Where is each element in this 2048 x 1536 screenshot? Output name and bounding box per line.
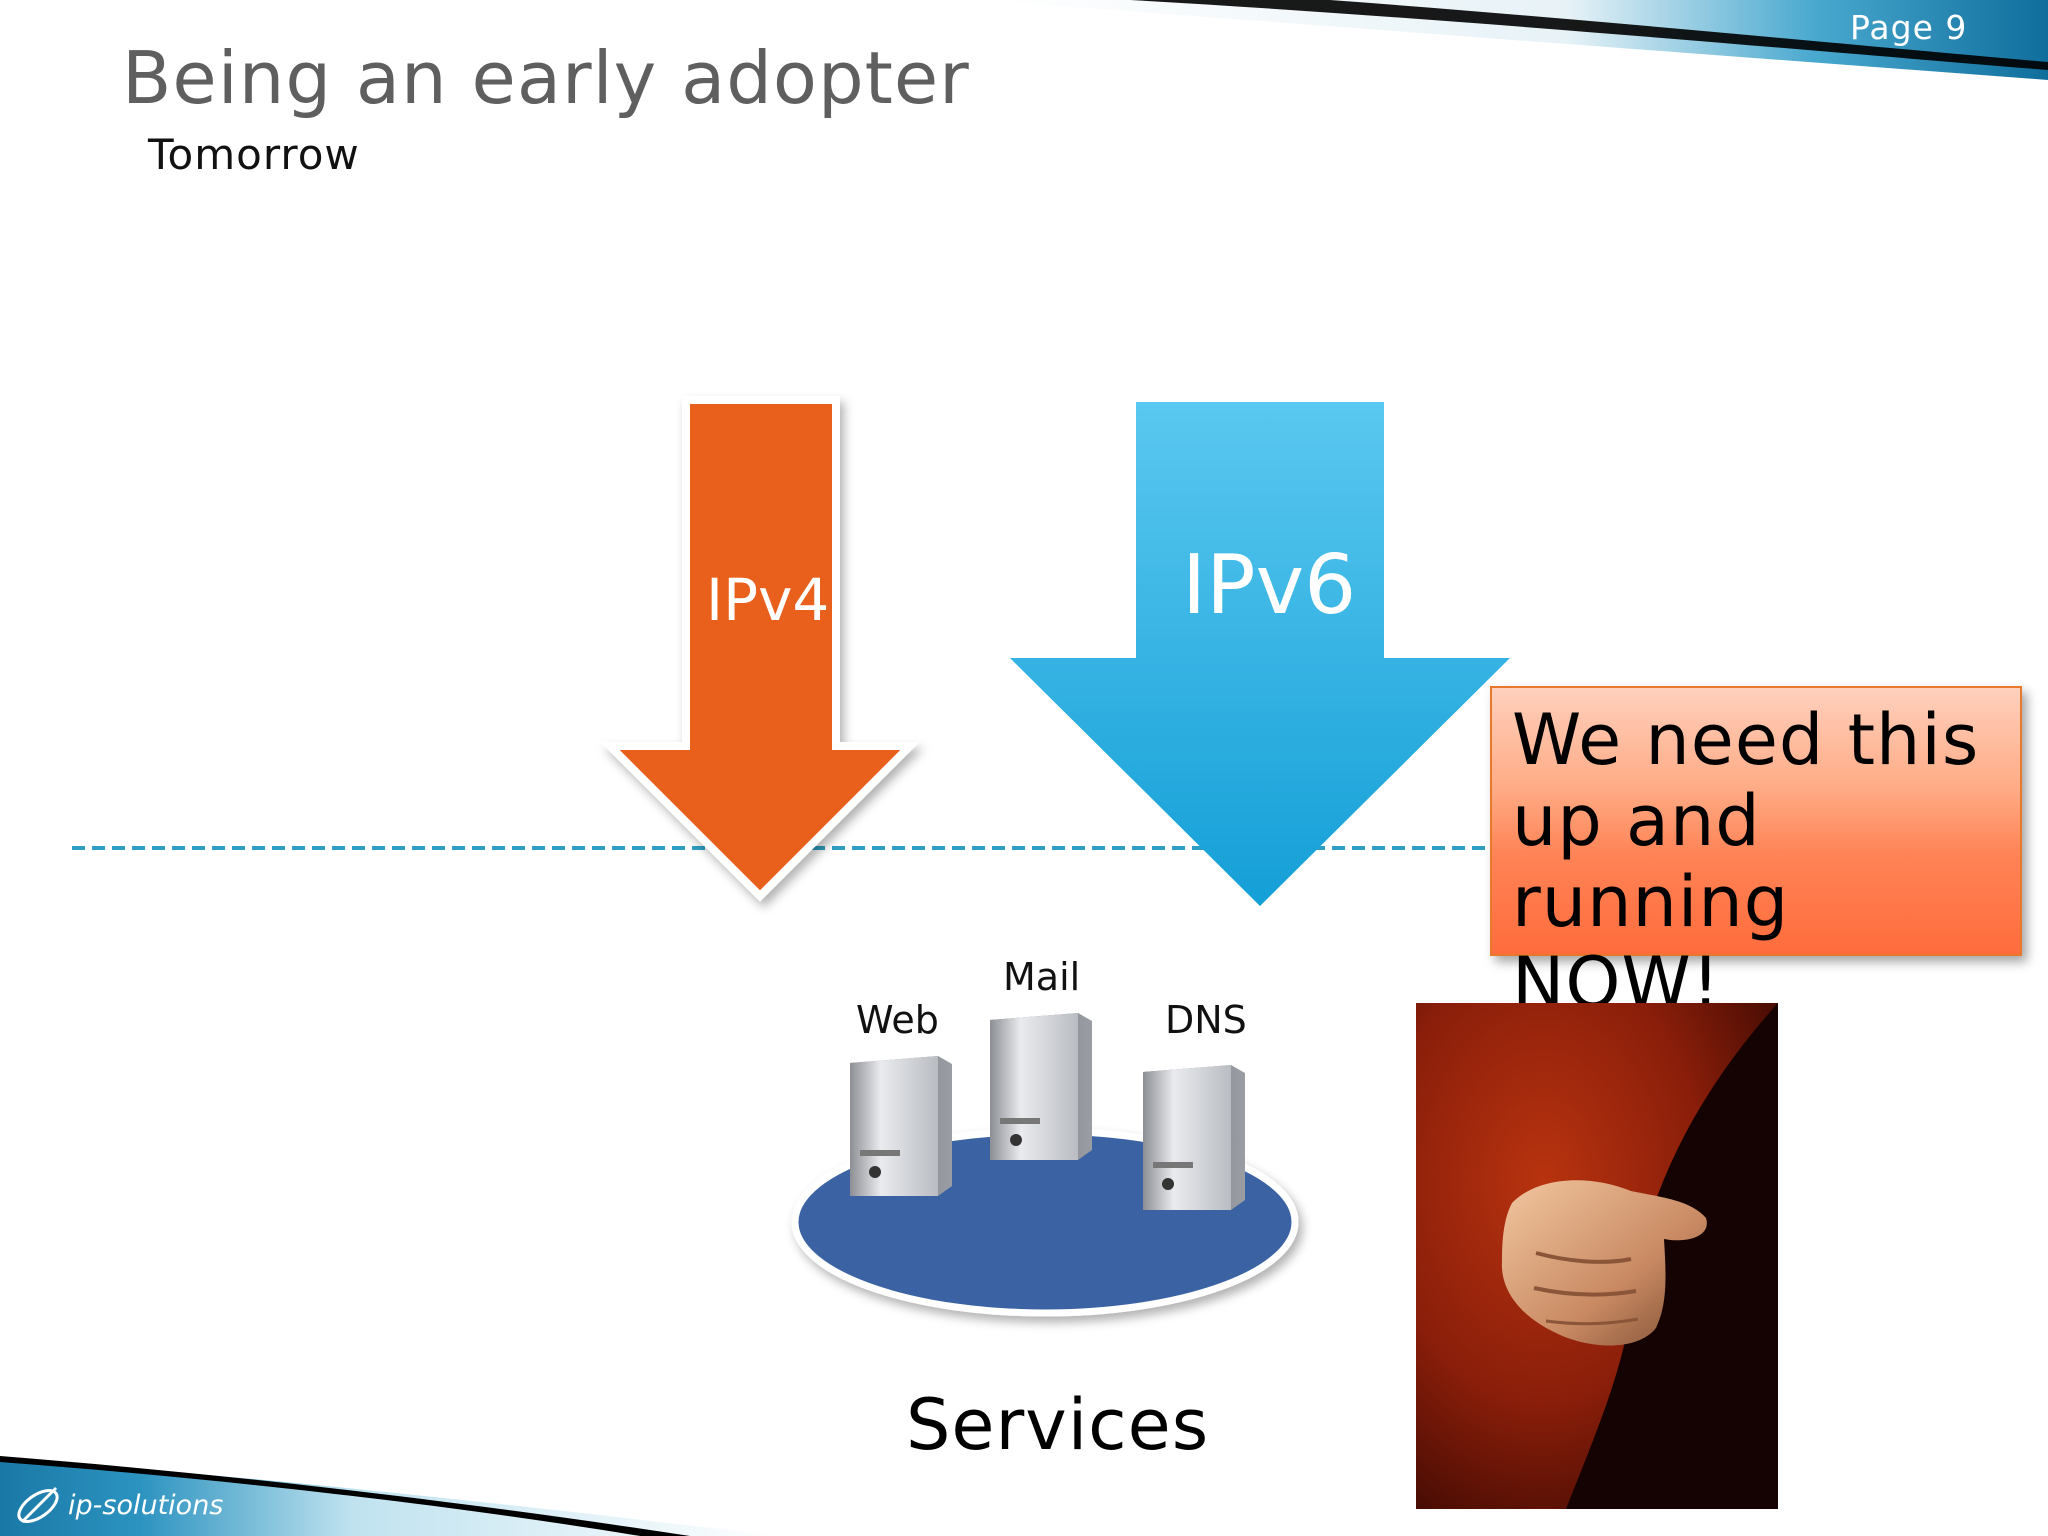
- dns-server-icon: [1143, 1065, 1245, 1210]
- ip-solutions-logo-text: ip-solutions: [68, 1490, 224, 1521]
- page-number: Page 9: [1850, 8, 1968, 47]
- web-server-icon: [850, 1056, 952, 1196]
- slide-title: Being an early adopter: [122, 36, 970, 120]
- top-banner: [980, 0, 2048, 80]
- callout-text: We need this up and running NOW!: [1512, 699, 1980, 1024]
- ipv6-arrow: [1010, 402, 1510, 906]
- dns-server-label: DNS: [1165, 998, 1247, 1042]
- bottom-banner-stripe: [0, 1456, 690, 1536]
- services-label: Services: [906, 1384, 1210, 1466]
- mail-server-label: Mail: [1003, 955, 1081, 999]
- ipv6-arrow-label: IPv6: [1182, 538, 1357, 633]
- ipv4-arrow-label: IPv4: [706, 566, 830, 634]
- ipv4-arrow: [600, 396, 920, 902]
- slide-subtitle: Tomorrow: [148, 130, 360, 179]
- web-server-label: Web: [856, 998, 939, 1042]
- callout-box: We need this up and running NOW!: [1490, 686, 2022, 1024]
- mail-server-icon: [990, 1013, 1092, 1160]
- ip-solutions-logo-icon: [17, 1486, 59, 1524]
- pointing-finger-photo: [1416, 1003, 1778, 1509]
